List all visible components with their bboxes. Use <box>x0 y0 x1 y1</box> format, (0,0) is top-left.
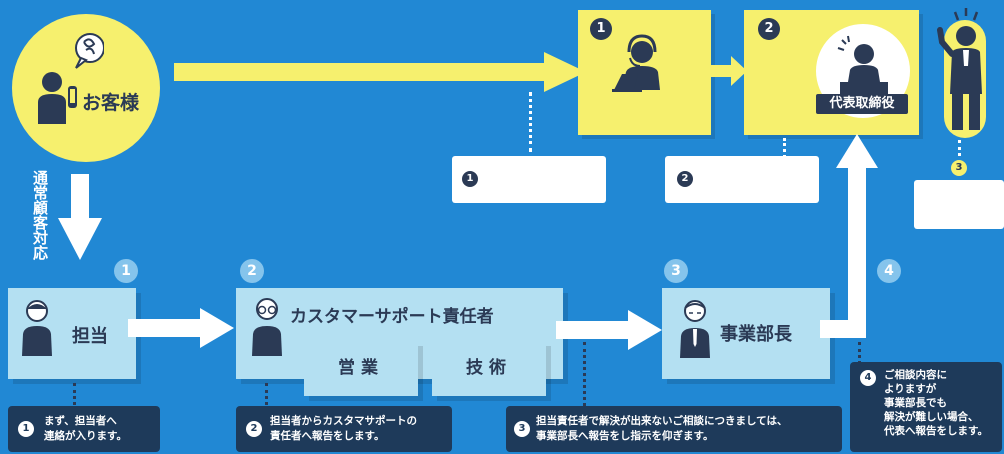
note-line: 解決が難しい場合、 <box>884 411 979 423</box>
arrow-right-icon <box>711 56 747 86</box>
step-number: 2 <box>240 259 264 283</box>
note-number: 3 <box>514 421 530 437</box>
connector-dots <box>958 140 961 156</box>
division-head-box: 事業部長 <box>662 288 830 379</box>
staff-label: 担当 <box>72 326 108 347</box>
ceo-icon <box>837 35 888 96</box>
staff-box: 担当 <box>8 288 136 379</box>
note-3: 3 担当責任者で解決が出来ないご相談につきましては、 事業部長へ報告をし指示を仰… <box>506 406 842 452</box>
customer-label: お客様 <box>82 92 140 114</box>
connector-dots <box>73 383 76 405</box>
note-line: 責任者へ報告をします。 <box>270 430 385 442</box>
step-number: 4 <box>877 259 901 283</box>
note-box-1: 1 <box>452 156 606 203</box>
sales-box: 営業 <box>304 341 418 396</box>
note-box-2: 2 <box>665 156 819 203</box>
tech-box: 技術 <box>432 341 546 396</box>
connector-dots <box>583 342 586 406</box>
tech-label: 技術 <box>466 358 512 378</box>
note-line: 代表へ報告をします。 <box>884 425 988 437</box>
connector-dots <box>529 92 532 152</box>
step-number: 3 <box>664 259 688 283</box>
ceo-box: 2 代表取締役 <box>744 10 919 135</box>
arrow-down-icon <box>58 174 102 260</box>
division-head-label: 事業部長 <box>720 324 792 345</box>
staff-icon <box>22 300 52 356</box>
step-number: 1 <box>590 18 612 40</box>
note-number: 2 <box>246 421 262 437</box>
arrow-right-icon <box>128 308 234 348</box>
note-number: 1 <box>462 171 478 187</box>
note-line: よりますが <box>884 383 937 395</box>
note-number-3-badge: 3 <box>951 160 967 176</box>
note-line: まず、担当者へ <box>44 415 117 427</box>
note-line: 事業部長でも <box>884 397 947 409</box>
note-number: 4 <box>860 370 876 386</box>
operator-box: 1 <box>578 10 711 135</box>
connector-dots <box>858 342 861 364</box>
arrow-up-icon <box>820 134 878 338</box>
announcer-icon <box>937 8 982 130</box>
step-number: 2 <box>758 18 780 40</box>
note-line: ご相談内容に <box>884 369 947 381</box>
cs-manager-label: カスタマーサポート責任者 <box>290 307 494 327</box>
customer-circle: お客様 <box>12 14 160 162</box>
note-number: 1 <box>18 421 34 437</box>
note-line: 担当責任者で解決が出来ないご相談につきましては、 <box>536 415 788 427</box>
note-number: 2 <box>677 171 693 187</box>
note-1: 1 まず、担当者へ 連絡が入ります。 <box>8 406 160 452</box>
connector-dots <box>783 138 786 158</box>
note-line: 事業部長へ報告をし指示を仰ぎます。 <box>536 430 714 442</box>
note-4: 4 ご相談内容に よりますが 事業部長でも 解決が難しい場合、 代表へ報告をしま… <box>850 362 1002 452</box>
step-number: 1 <box>114 259 138 283</box>
note-box-3 <box>914 180 1004 229</box>
cs-manager-icon <box>252 298 282 356</box>
note-2: 2 担当者からカスタマサポートの 責任者へ報告をします。 <box>236 406 452 452</box>
regular-customer-label: 通常顧客対応 <box>31 170 49 260</box>
note-line: 担当者からカスタマサポートの <box>270 415 417 427</box>
division-head-icon <box>680 300 710 358</box>
arrow-right-icon <box>556 310 662 350</box>
arrow-right-icon <box>174 52 586 92</box>
connector-dots <box>265 383 268 405</box>
sales-label: 営業 <box>338 358 384 378</box>
note-line: 連絡が入ります。 <box>44 430 127 442</box>
headset-operator-icon <box>612 34 660 92</box>
ceo-label: 代表取締役 <box>816 94 908 114</box>
note-number: 3 <box>951 160 967 176</box>
customer-icon <box>38 33 104 124</box>
